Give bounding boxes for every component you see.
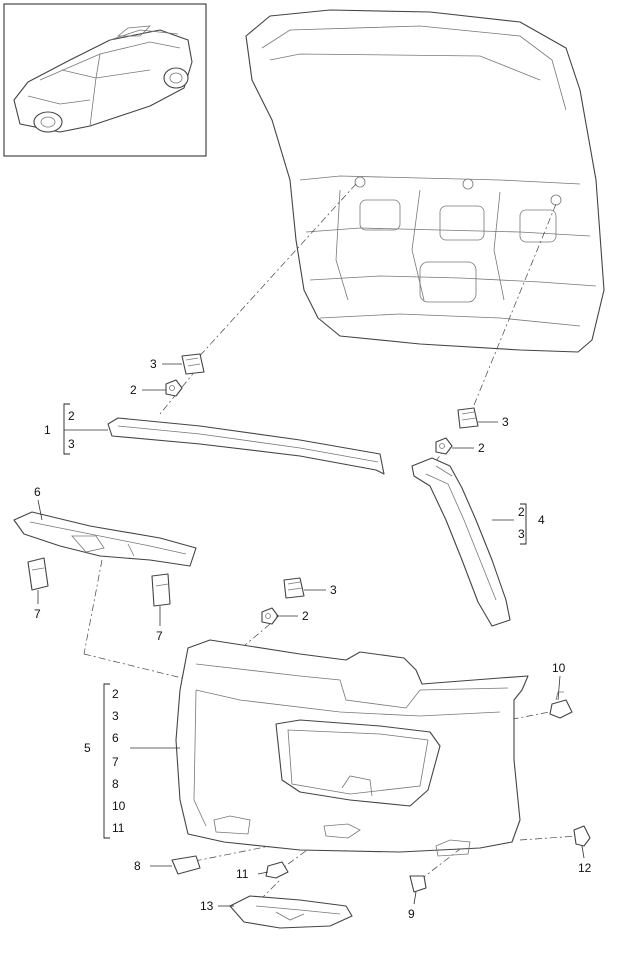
callout-4: 4 bbox=[538, 513, 545, 527]
callout-5-sub-2: 6 bbox=[112, 731, 119, 745]
clip-right-10 bbox=[549, 691, 573, 719]
callout-labels: 3 2 1 2 3 3 2 4 2 3 6 7 7 3 2 10 5 2 3 6… bbox=[34, 357, 592, 921]
callout-10: 10 bbox=[552, 661, 566, 675]
callout-11: 11 bbox=[236, 867, 249, 881]
callout-13: 13 bbox=[200, 899, 214, 913]
small-parts-lower bbox=[171, 825, 591, 929]
callout-5-sub-0: 2 bbox=[112, 687, 119, 701]
leader-lines bbox=[37, 363, 585, 907]
callout-2-upper-right: 2 bbox=[478, 441, 485, 455]
callout-4-sub-2: 2 bbox=[518, 505, 525, 519]
callout-12: 12 bbox=[578, 861, 592, 875]
callout-9: 9 bbox=[408, 907, 415, 921]
callout-2-upper-left: 2 bbox=[130, 383, 137, 397]
callout-3-upper-left: 3 bbox=[150, 357, 157, 371]
brackets bbox=[63, 403, 527, 839]
vehicle-thumbnail bbox=[3, 3, 207, 157]
lower-trim-panel bbox=[175, 639, 529, 857]
callout-5-sub-5: 10 bbox=[112, 799, 126, 813]
callout-4-sub-3: 3 bbox=[518, 527, 525, 541]
tailgate bbox=[245, 9, 605, 353]
handle-trim bbox=[13, 511, 197, 567]
callout-3-mid: 3 bbox=[330, 583, 337, 597]
callout-5-sub-6: 11 bbox=[112, 821, 125, 835]
clips-upper-left bbox=[165, 353, 205, 397]
callout-5: 5 bbox=[84, 741, 91, 755]
callout-1-sub-3: 3 bbox=[68, 437, 75, 451]
callout-1: 1 bbox=[44, 423, 51, 437]
callout-7-right: 7 bbox=[156, 629, 163, 643]
callout-5-sub-1: 3 bbox=[112, 709, 119, 723]
callout-7-left: 7 bbox=[34, 607, 41, 621]
right-pillar-trim bbox=[411, 457, 511, 627]
callout-5-sub-3: 7 bbox=[112, 755, 119, 769]
clips-mid bbox=[261, 577, 305, 625]
callout-8: 8 bbox=[134, 859, 141, 873]
callout-5-sub-4: 8 bbox=[112, 777, 119, 791]
callout-6: 6 bbox=[34, 485, 41, 499]
clips-upper-right bbox=[435, 407, 479, 455]
upper-trim-strip bbox=[107, 417, 385, 475]
small-clips bbox=[27, 557, 171, 607]
callout-1-sub-2: 2 bbox=[68, 409, 75, 423]
callout-2-mid: 2 bbox=[302, 609, 309, 623]
callout-3-upper-right: 3 bbox=[502, 415, 509, 429]
